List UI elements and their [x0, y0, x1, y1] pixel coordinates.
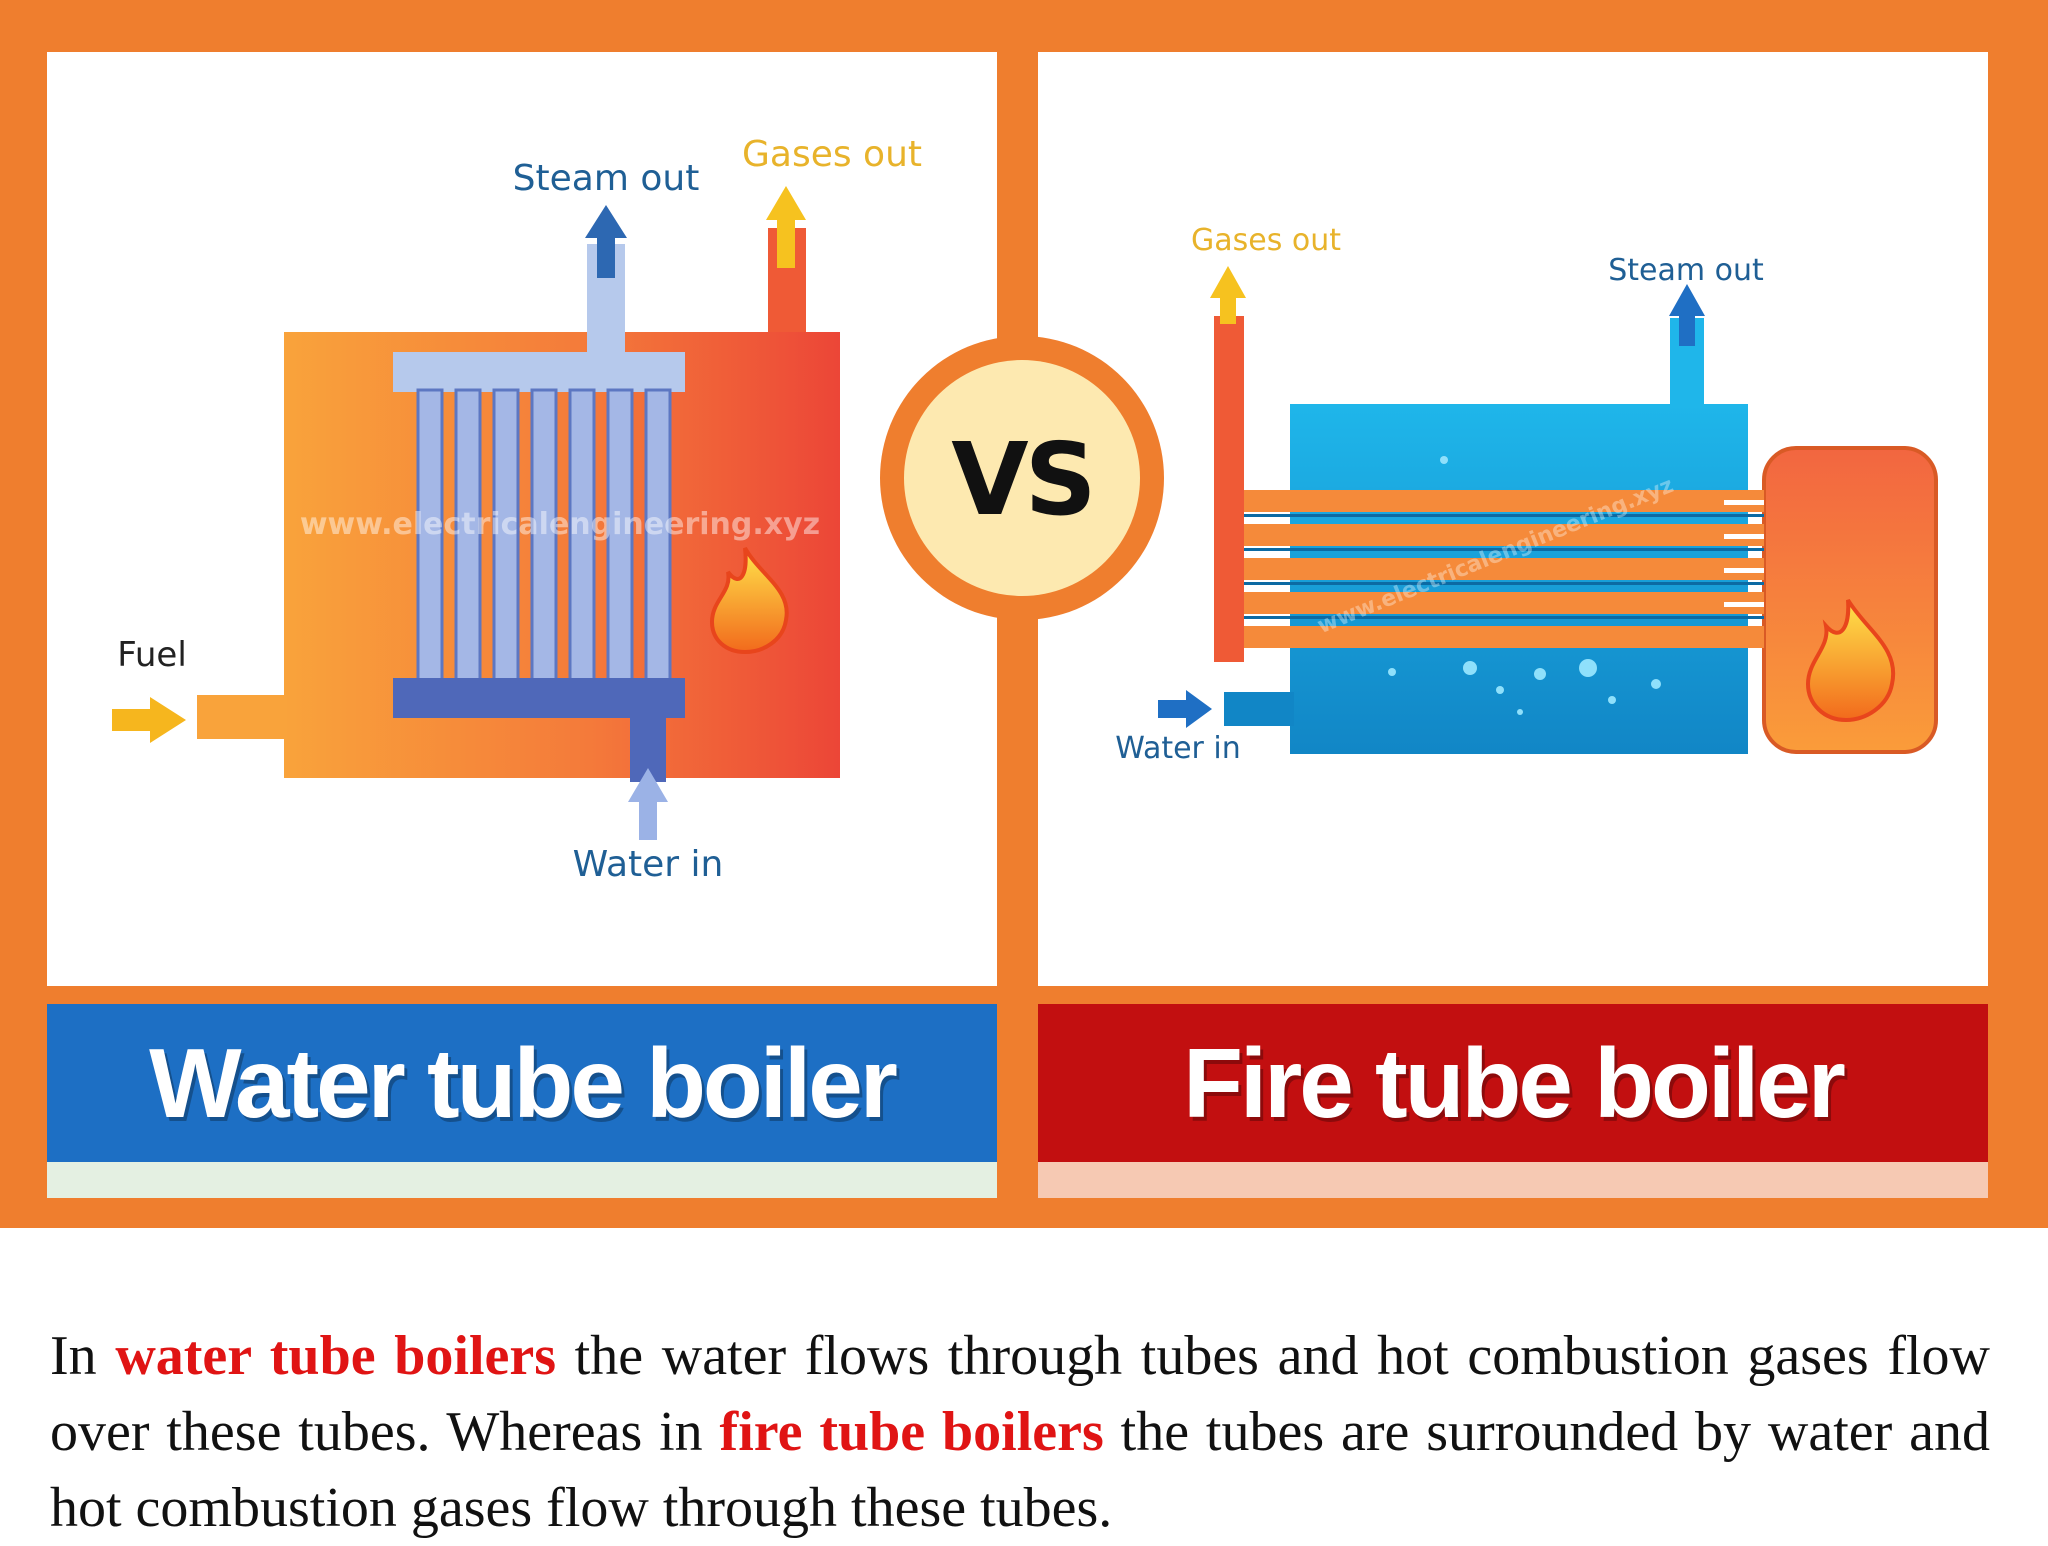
fire-tube-water-in-label: Water in: [1115, 731, 1241, 766]
water-tube-steam-arrow: [585, 205, 627, 278]
caption-text: In: [50, 1325, 116, 1387]
caption-highlight-water-tube: water tube boilers: [115, 1325, 557, 1387]
caption-paragraph: In water tube boilers the water flows th…: [50, 1318, 1990, 1546]
fire-tube-gas-arrow: [1210, 266, 1246, 324]
fire-tube-steam-arrow: [1669, 284, 1705, 346]
fire-tube-steam-out-label: Steam out: [1608, 253, 1764, 288]
boiler-diagrams: www.electricalengineering.xyz Steam out …: [112, 134, 1938, 885]
vs-badge: VS: [880, 336, 1164, 620]
fire-tube-gases-out-label: Gases out: [1191, 223, 1341, 258]
water-tube-water-in-label: Water in: [573, 844, 724, 885]
caption-text: the tubes are surrounded by water and ho…: [50, 1401, 1991, 1539]
vs-label: VS: [951, 421, 1092, 538]
water-tube-gas-arrow: [766, 186, 806, 268]
water-tube-watermark: www.electricalengineering.xyz: [300, 507, 820, 542]
water-tube-fuel-inlet: [197, 695, 287, 739]
water-tube-gases-out-label: Gases out: [742, 134, 922, 175]
fire-tube-flame-icon: [1805, 598, 1896, 723]
water-tube-title: Water tube boiler: [47, 1004, 997, 1162]
fire-tube-water-arrow: [1158, 690, 1212, 728]
fire-tube-strip: [1038, 1162, 1988, 1198]
water-tube-lower-drum: [393, 678, 685, 718]
water-tube-water-arrow: [628, 768, 668, 840]
water-tube-tubes: [416, 388, 672, 684]
water-tube-fuel-arrow: [112, 697, 186, 743]
fire-tube-title: Fire tube boiler: [1038, 1004, 1988, 1162]
water-tube-diagram: www.electricalengineering.xyz Steam out …: [112, 134, 922, 885]
fire-tube-bubbles: [1388, 456, 1661, 715]
fire-tube-tubes: [1244, 490, 1764, 648]
fire-tube-gas-header: [1214, 316, 1244, 662]
water-tube-fuel-label: Fuel: [117, 635, 187, 675]
water-tube-flame-icon: [709, 547, 789, 655]
caption-text: the water flows through tubes and hot co…: [50, 1325, 1990, 1463]
fire-tube-water-inlet: [1224, 692, 1294, 726]
water-tube-upper-drum: [393, 352, 685, 392]
water-tube-steam-out-label: Steam out: [513, 158, 700, 199]
caption-highlight-fire-tube: fire tube boilers: [719, 1401, 1104, 1463]
fire-tube-diagram: www.electricalengineering.xyz Gases out …: [1115, 223, 1938, 766]
water-tube-strip: [47, 1162, 997, 1198]
